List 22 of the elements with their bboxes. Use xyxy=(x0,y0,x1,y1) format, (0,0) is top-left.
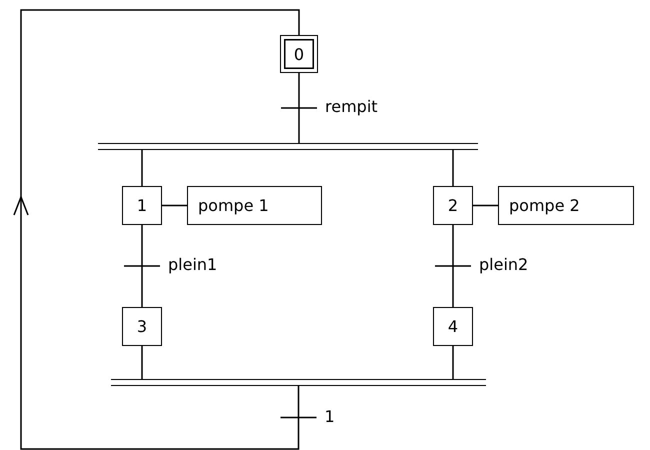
step-box: 4 xyxy=(433,307,473,346)
connector-line xyxy=(298,73,300,143)
connector-line xyxy=(452,225,454,307)
edge-label: rempit xyxy=(325,97,378,117)
initial-step-box: 0 xyxy=(280,35,318,73)
step-box: 2 xyxy=(433,186,473,225)
connector-line xyxy=(141,346,143,379)
connector-line xyxy=(141,150,143,186)
double-bar xyxy=(98,143,478,150)
action-box: pompe 2 xyxy=(498,186,634,225)
connector-line xyxy=(141,225,143,307)
connector-line xyxy=(473,204,498,206)
edge-label: plein1 xyxy=(168,255,218,275)
connector-line xyxy=(452,346,454,379)
step-box: 1 xyxy=(122,186,162,225)
edge-label: plein2 xyxy=(479,255,528,275)
edge-label: 1 xyxy=(324,406,335,426)
double-bar xyxy=(111,379,486,386)
connector-line xyxy=(162,204,187,206)
action-box: pompe 1 xyxy=(187,186,322,225)
connector-line xyxy=(452,150,454,186)
step-box: 3 xyxy=(122,307,162,346)
